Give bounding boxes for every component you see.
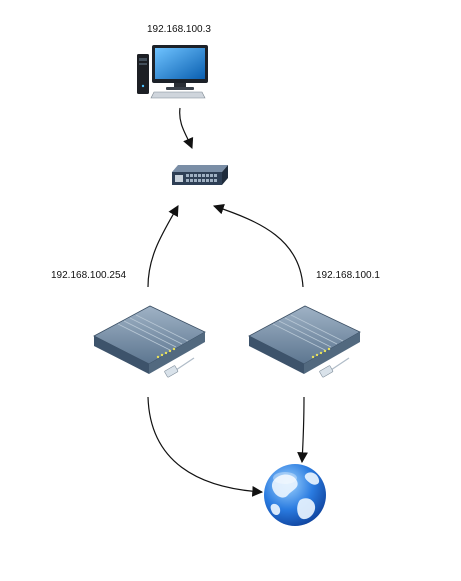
edge-router-right-to-switch: [212, 203, 304, 288]
router-icon: [248, 305, 361, 378]
edge-router-left-to-internet: [147, 396, 264, 497]
globe-icon: [264, 464, 326, 526]
edge-router-right-to-internet: [297, 396, 308, 464]
edges: [147, 107, 308, 497]
computer-ip-label: 192.168.100.3: [147, 24, 211, 35]
router-right-ip-label: 192.168.100.1: [316, 270, 380, 281]
router-left-ip-label: 192.168.100.254: [51, 270, 127, 281]
network-cable-icon: [319, 357, 350, 378]
network-switch-icon: [172, 165, 228, 185]
edge-router-left-to-switch: [147, 205, 179, 288]
network-cable-icon: [164, 357, 195, 378]
desktop-computer-icon: [137, 45, 208, 99]
router-icon: [93, 305, 206, 378]
edge-computer-to-switch: [179, 107, 194, 149]
